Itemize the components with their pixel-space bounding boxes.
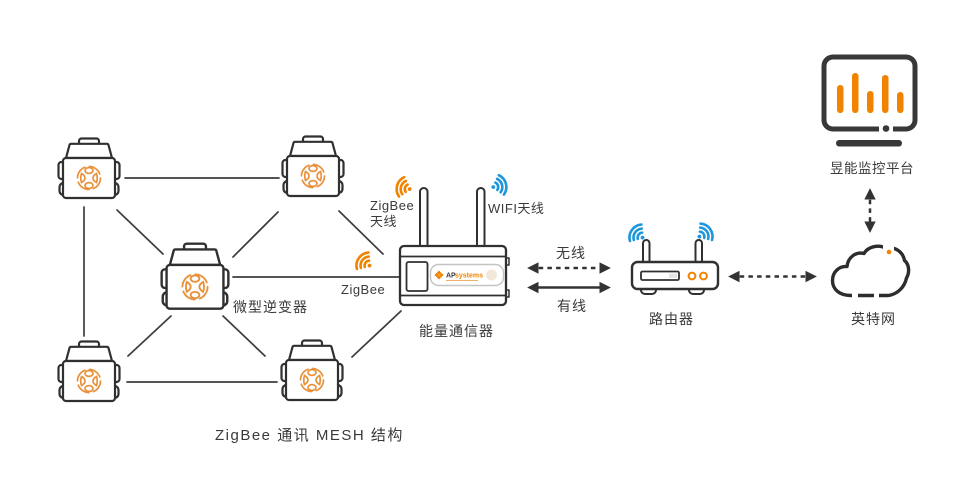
- wireless-label: 无线: [556, 245, 586, 261]
- bar-chart-icon: [837, 73, 904, 113]
- zigbee-antenna-label-line2: 天线: [370, 214, 398, 229]
- chart-bar: [882, 75, 889, 113]
- zigbee-antenna-label: ZigBee 天线: [370, 198, 414, 230]
- cloud-accent-dot: [886, 249, 892, 255]
- monitor-icon: [821, 54, 918, 147]
- brand-text-systems: systems: [455, 273, 483, 280]
- mesh-links: [83, 177, 402, 383]
- microinverter-icon: [57, 340, 121, 403]
- wired-label: 有线: [557, 298, 587, 314]
- mesh-caption: ZigBee 通讯 MESH 结构: [215, 427, 404, 444]
- microinverter-icon: [57, 137, 121, 200]
- zigbee-signal-icon: [351, 248, 379, 277]
- ecu-label: 能量通信器: [419, 323, 494, 339]
- ecu-icon: AP systems: [398, 187, 510, 307]
- cloud-icon: [830, 244, 911, 300]
- micro-inverter-label: 微型逆变器: [233, 299, 308, 315]
- zigbee-link-label: ZigBee: [341, 282, 386, 297]
- chart-bar: [897, 92, 904, 113]
- wifi-signal-icon: [487, 172, 510, 199]
- zigbee-antenna-label-line1: ZigBee: [370, 198, 415, 213]
- router-icon: [630, 239, 720, 295]
- link-arrows: [527, 188, 876, 294]
- chart-bar: [837, 85, 844, 113]
- brand-text-ap: AP: [446, 273, 456, 280]
- chart-bar: [852, 73, 859, 113]
- router-label: 路由器: [649, 311, 694, 327]
- microinverter-icon: [160, 242, 230, 310]
- internet-label: 英特网: [851, 311, 896, 327]
- monitor-platform-label: 昱能监控平台: [830, 161, 914, 176]
- apsystems-logo: AP systems: [434, 270, 483, 281]
- wifi-antenna-label: WIFI天线: [488, 201, 545, 216]
- microinverter-icon: [281, 135, 345, 198]
- monitor-stand: [836, 140, 902, 147]
- chart-bar: [867, 91, 874, 113]
- ecu-badge-dot: [486, 269, 497, 281]
- zigbee-signal-icon: [393, 174, 416, 201]
- microinverter-icon: [280, 339, 344, 402]
